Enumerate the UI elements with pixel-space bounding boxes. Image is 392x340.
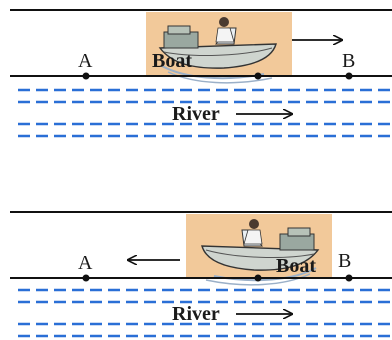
point-b-label: B [338, 250, 351, 272]
boat-position-dot [254, 274, 262, 282]
bottom-panel: A B Boat River [10, 211, 392, 338]
point-a-dot [82, 72, 90, 80]
point-b-dot [345, 72, 353, 80]
point-a-dot [82, 274, 90, 282]
river-water [18, 88, 392, 138]
point-a-label: A [78, 252, 93, 274]
river-water [18, 288, 392, 338]
top-panel: A B Boat River [10, 9, 392, 138]
point-b-label: B [342, 50, 355, 72]
boat-position-dot [254, 72, 262, 80]
boat-label: Boat [152, 50, 192, 72]
river-label: River [172, 103, 220, 125]
point-a-label: A [78, 50, 93, 72]
point-b-dot [345, 274, 353, 282]
boat-label: Boat [276, 255, 316, 277]
river-label: River [172, 303, 220, 325]
